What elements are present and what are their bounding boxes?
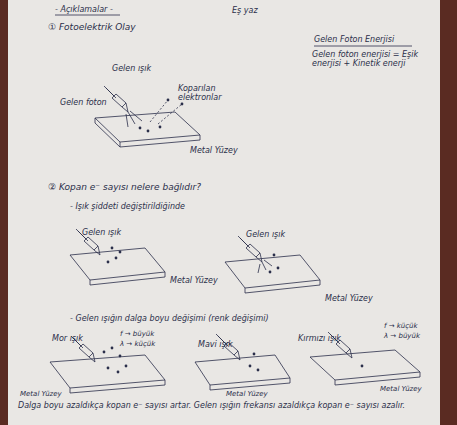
light-color-label: Mavi ışık	[198, 340, 233, 349]
conclusion-note: Dalga boyu azaldıkça kopan e⁻ sayısı art…	[18, 401, 438, 410]
flashlight	[238, 236, 262, 262]
section-heading: ② Kopan e⁻ sayısı nelere bağlıdır?	[48, 182, 201, 192]
page-title: - Açıklamalar -	[55, 5, 113, 14]
underline	[314, 46, 412, 47]
part-label: Gelen foton	[60, 98, 107, 107]
part-label: Gelen ışık	[112, 64, 151, 73]
part-label: Metal Yüzey	[20, 390, 62, 398]
flashlight	[104, 86, 128, 112]
metal-plate	[50, 355, 165, 393]
electron-paths	[150, 100, 182, 124]
metal-plate	[195, 355, 290, 390]
underline	[55, 15, 120, 16]
part-label: Gelen ışık	[82, 228, 121, 237]
light-color-label: Mor ışık	[52, 334, 83, 343]
part-label: Metal Yüzey	[190, 146, 238, 155]
formula-note: Gelen foton enerjisi = Eşik enerjisi + K…	[312, 50, 424, 68]
sub-heading: - Gelen ışığın dalga boyu değişimi (renk…	[70, 314, 269, 323]
metal-plate	[225, 255, 320, 293]
electrons	[139, 99, 184, 133]
metal-plate	[70, 248, 165, 285]
electrons	[249, 353, 260, 372]
metal-plate	[95, 112, 200, 147]
part-label: Metal Yüzey	[170, 276, 218, 285]
part-label: Metal Yüzey	[325, 294, 373, 303]
note: Eş yaz	[232, 6, 258, 15]
property-label: λ → büyük	[384, 332, 420, 340]
light-rays	[126, 111, 142, 127]
electrons	[103, 347, 128, 374]
note-heading: Gelen Foton Enerjisi	[314, 35, 394, 44]
electrons	[107, 247, 122, 264]
part-label: Metal Yüzey	[380, 385, 422, 393]
property-label: f → büyük	[120, 330, 154, 338]
sub-heading: - Işık şiddeti değiştirildiğinde	[70, 202, 185, 211]
light-color-label: Kırmızı ışık	[298, 334, 341, 343]
metal-plate	[310, 350, 420, 385]
electrons	[361, 365, 364, 368]
light-rays	[258, 260, 272, 273]
section-heading: ① Fotoelektrik Olay	[48, 22, 136, 32]
part-label: Koparılan elektronlar	[178, 84, 240, 102]
electrons	[269, 254, 280, 274]
part-label: Metal Yüzey	[226, 390, 268, 398]
part-label: Gelen ışık	[246, 230, 285, 239]
property-label: λ → küçük	[120, 340, 155, 348]
property-label: f → küçük	[384, 322, 418, 330]
